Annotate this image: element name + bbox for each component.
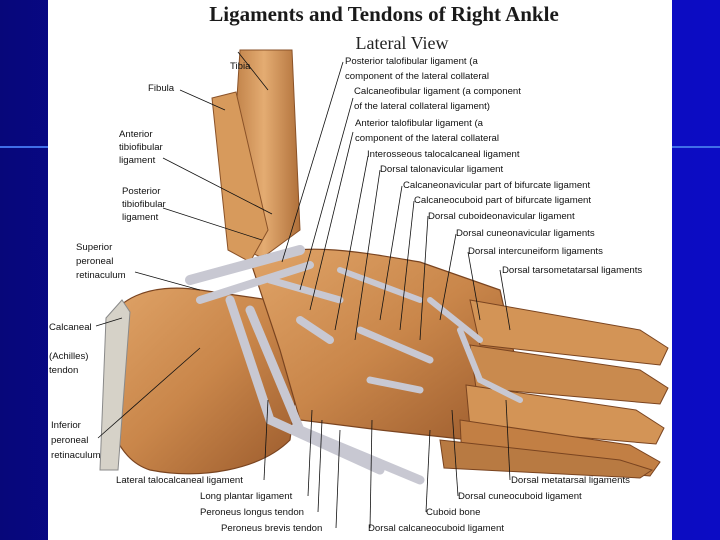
label-calcaneocuboid-bifurcate: Calcaneocuboid part of bifurcate ligamen… — [414, 195, 591, 207]
label-dorsal-metatarsal: Dorsal metatarsal ligaments — [511, 475, 630, 487]
label-anterior-talofibular-2: component of the lateral collateral — [355, 133, 499, 145]
label-anterior-tibiofibular-3: ligament — [119, 155, 155, 167]
label-posterior-tibiofibular-2: tibiofibular — [122, 199, 166, 211]
label-long-plantar: Long plantar ligament — [200, 491, 292, 503]
label-inferior-peroneal-1: Inferior — [51, 420, 81, 432]
label-calcaneal-2: (Achilles) — [49, 351, 88, 363]
label-dorsal-talonavicular: Dorsal talonavicular ligament — [380, 164, 503, 176]
label-dorsal-cuneocuboid: Dorsal cuneocuboid ligament — [458, 491, 582, 503]
label-peroneus-brevis: Peroneus brevis tendon — [221, 523, 322, 535]
label-dorsal-intercuneiform: Dorsal intercuneiform ligaments — [468, 246, 603, 258]
label-anterior-talofibular-1: Anterior talofibular ligament (a — [355, 118, 483, 130]
label-peroneus-longus: Peroneus longus tendon — [200, 507, 304, 519]
label-superior-peroneal-3: retinaculum — [76, 270, 126, 282]
label-posterior-talofibular-2: component of the lateral collateral — [345, 71, 489, 83]
label-calcaneal-3: tendon — [49, 365, 78, 377]
label-calcaneofibular-2: of the lateral collateral ligament) — [354, 101, 490, 113]
label-dorsal-cuboideonavicular: Dorsal cuboideonavicular ligament — [428, 211, 575, 223]
label-inferior-peroneal-2: peroneal — [51, 435, 88, 447]
label-calcaneonavicular: Calcaneonavicular part of bifurcate liga… — [403, 180, 590, 192]
label-posterior-talofibular-1: Posterior talofibular ligament (a — [345, 56, 478, 68]
label-superior-peroneal-1: Superior — [76, 242, 112, 254]
label-posterior-tibiofibular-3: ligament — [122, 212, 158, 224]
label-lateral-talocalcaneal: Lateral talocalcaneal ligament — [116, 475, 243, 487]
label-calcaneofibular-1: Calcaneofibular ligament (a component — [354, 86, 521, 98]
label-tibia: Tibia — [230, 61, 250, 73]
label-calcaneal-1: Calcaneal — [49, 322, 92, 334]
label-interosseous-talocalcaneal: Interosseous talocalcaneal ligament — [367, 149, 520, 161]
label-dorsal-cuneonavicular: Dorsal cuneonavicular ligaments — [456, 228, 595, 240]
label-superior-peroneal-2: peroneal — [76, 256, 113, 268]
label-fibula: Fibula — [148, 83, 174, 95]
label-inferior-peroneal-3: retinaculum — [51, 450, 101, 462]
label-dorsal-calcaneocuboid: Dorsal calcaneocuboid ligament — [368, 523, 504, 535]
label-anterior-tibiofibular-1: Anterior — [119, 129, 153, 141]
label-posterior-tibiofibular-1: Posterior — [122, 186, 160, 198]
label-anterior-tibiofibular-2: tibiofibular — [119, 142, 163, 154]
label-cuboid-bone: Cuboid bone — [426, 507, 480, 519]
label-dorsal-tarsometatarsal: Dorsal tarsometatarsal ligaments — [502, 265, 642, 277]
